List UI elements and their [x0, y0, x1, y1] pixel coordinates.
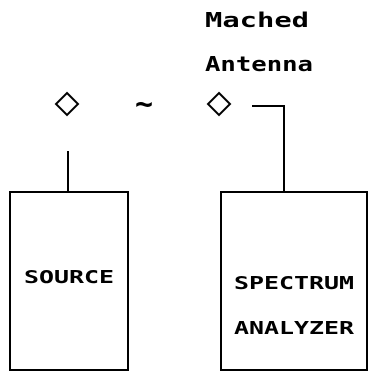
coupling-tilde: ~ [135, 87, 153, 122]
source-label: SOURCE [24, 267, 114, 288]
source-box [9, 191, 129, 371]
antenna-caption-line1: Mached [205, 8, 309, 32]
spectrum-analyzer-label-line2: ANALYZER [234, 318, 354, 339]
spectrum-analyzer-label-line1: SPECTRUM [234, 273, 354, 294]
analyzer-antenna-cable [252, 105, 285, 193]
matched-antenna-icon [206, 91, 232, 117]
antenna-caption-line2: Antenna [205, 52, 313, 76]
source-antenna-icon [54, 91, 80, 117]
spectrum-analyzer-box [220, 191, 368, 371]
